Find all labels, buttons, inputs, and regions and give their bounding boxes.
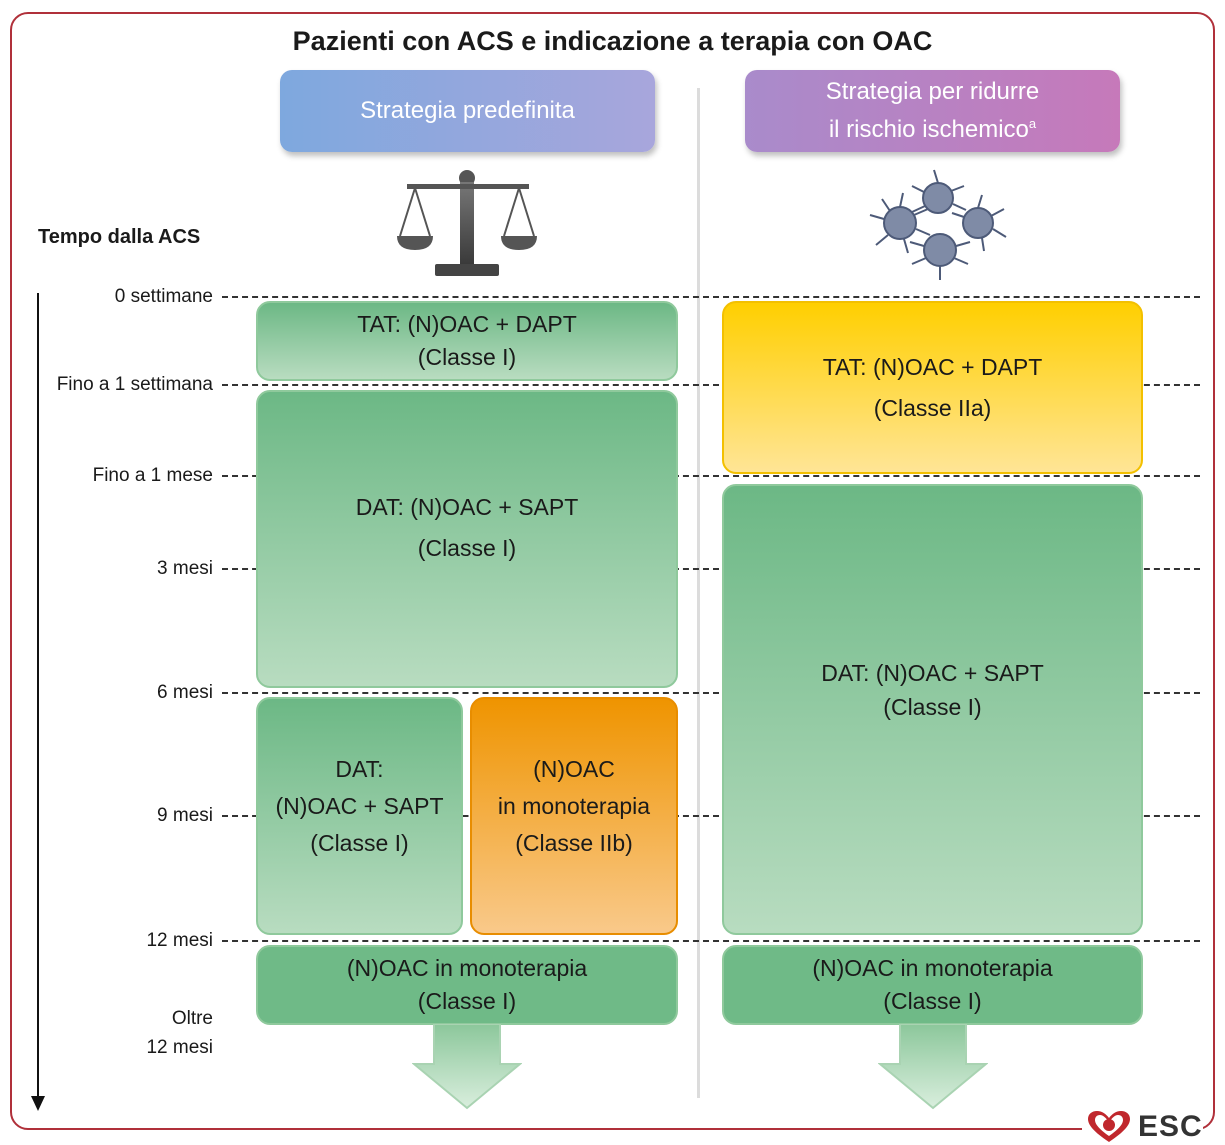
left-dat2-class: (Classe I): [310, 830, 409, 856]
left-tat-box: TAT: (N)OAC + DAPT (Classe I): [256, 301, 678, 381]
left-mono-iib-drug: (N)OAC: [533, 756, 615, 782]
time-label-1-month: Fino a 1 mese: [92, 465, 213, 486]
left-dat2-drugs: (N)OAC + SAPT: [275, 793, 444, 819]
time-label-beyond-line1: Oltre: [171, 1008, 213, 1029]
right-monotherapy-box: (N)OAC in monoterapia (Classe I): [722, 945, 1143, 1025]
right-dat-box: DAT: (N)OAC + SAPT (Classe I): [722, 484, 1143, 935]
left-dat-class: (Classe I): [417, 535, 517, 561]
time-axis-arrow: [31, 293, 45, 1111]
time-label-1-week: Fino a 1 settimana: [56, 374, 213, 395]
outer-frame: [10, 12, 1215, 1130]
left-monotherapy-iib-box: (N)OAC in monoterapia (Classe IIb): [470, 697, 678, 935]
header-footnote-marker: a: [1028, 116, 1037, 131]
right-mono-class: (Classe I): [883, 988, 982, 1014]
time-label-beyond-12: Oltre 12 mesi: [146, 1004, 213, 1062]
gridline-1-month: [222, 475, 1200, 477]
esc-heart-logo: [1088, 1111, 1130, 1142]
time-label-3-months: 3 mesi: [157, 558, 213, 579]
header-ischemic-line2-wrap: il rischio ischemicoa: [829, 108, 1036, 146]
left-dat2-box: DAT: (N)OAC + SAPT (Classe I): [256, 697, 463, 935]
right-dat-label: DAT: (N)OAC + SAPT: [821, 660, 1044, 686]
left-mono-iib-class: (Classe IIb): [515, 830, 633, 856]
esc-logo: ESC: [1082, 1110, 1203, 1144]
left-dat-box: DAT: (N)OAC + SAPT (Classe I): [256, 390, 678, 688]
left-tat-label: TAT: (N)OAC + DAPT: [357, 311, 577, 337]
gridline-6-months: [222, 692, 1200, 694]
right-tat-class: (Classe IIa): [873, 394, 992, 421]
column-divider: [697, 88, 700, 1098]
left-mono-label: (N)OAC in monoterapia: [346, 955, 588, 981]
time-label-9-months: 9 mesi: [157, 805, 213, 826]
esc-logo-text: ESC: [1138, 1110, 1203, 1143]
diagram-title: Pazienti con ACS e indicazione a terapia…: [292, 26, 933, 56]
header-ischemic-line2: il rischio ischemico: [828, 116, 1029, 143]
time-label-beyond-line2: 12 mesi: [146, 1037, 213, 1058]
header-default-strategy-label: Strategia predefinita: [360, 97, 575, 124]
gridline-9-months: [222, 815, 1200, 817]
gridline-0-weeks: [222, 296, 1200, 298]
header-ischemic-line1: Strategia per ridurre: [825, 78, 1040, 105]
header-default-strategy: Strategia predefinita: [280, 70, 655, 152]
left-monotherapy-box: (N)OAC in monoterapia (Classe I): [256, 945, 678, 1025]
platelets-icon: [869, 169, 1007, 280]
gridline-1-week: [222, 384, 1200, 386]
header-ischemic-strategy: Strategia per ridurre il rischio ischemi…: [745, 70, 1120, 152]
left-mono-iib-label: in monoterapia: [497, 793, 651, 819]
gridline-12-months: [222, 940, 1200, 942]
left-mono-class: (Classe I): [417, 988, 517, 1014]
left-continue-arrow-icon: [412, 1024, 522, 1110]
right-continue-arrow-icon: [878, 1024, 988, 1110]
right-tat-box: TAT: (N)OAC + DAPT (Classe IIa): [722, 301, 1143, 474]
time-label-0-weeks: 0 settimane: [114, 286, 213, 307]
right-mono-label: (N)OAC in monoterapia: [812, 955, 1053, 981]
axis-title: Tempo dalla ACS: [38, 226, 201, 248]
gridline-3-months: [222, 568, 1200, 570]
right-dat-class: (Classe I): [883, 694, 982, 720]
right-tat-label: TAT: (N)OAC + DAPT: [822, 353, 1043, 380]
left-dat2-label: DAT:: [335, 756, 384, 782]
time-label-12-months: 12 mesi: [146, 930, 213, 951]
left-dat-label: DAT: (N)OAC + SAPT: [355, 494, 579, 520]
left-tat-class: (Classe I): [417, 344, 517, 370]
balance-scale-icon: [397, 170, 537, 276]
time-label-6-months: 6 mesi: [157, 682, 213, 703]
